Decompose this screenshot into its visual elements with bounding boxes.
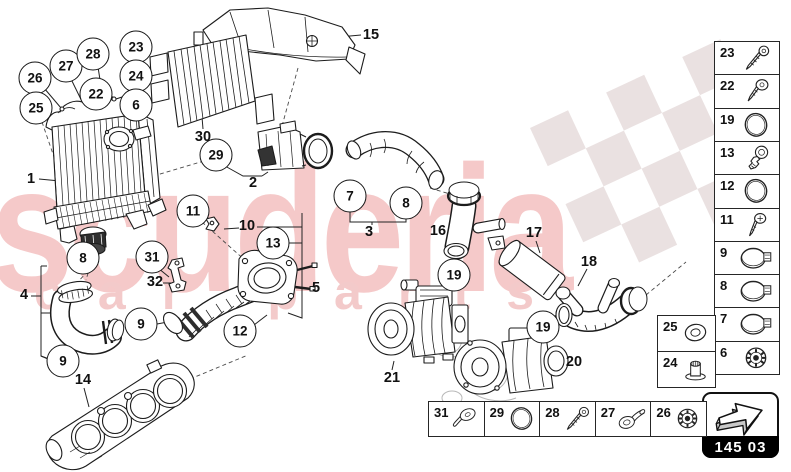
part-thumb-7[interactable]: 7 bbox=[714, 307, 780, 343]
screw-short-icon bbox=[734, 77, 778, 110]
o-ring-icon bbox=[734, 177, 778, 210]
callout-24[interactable]: 24 bbox=[119, 59, 153, 93]
screw-long-icon bbox=[734, 44, 778, 77]
washer-icon bbox=[677, 318, 714, 353]
part-label-17[interactable]: 17 bbox=[525, 225, 543, 241]
part-label-14[interactable]: 14 bbox=[74, 372, 92, 388]
hose-clamp-icon bbox=[734, 244, 778, 277]
part-thumb-24[interactable]: 24 bbox=[657, 350, 716, 389]
part-thumb-6[interactable]: 6 bbox=[714, 340, 780, 377]
part-thumb-22[interactable]: 22 bbox=[714, 74, 780, 109]
splined-plug-icon bbox=[677, 354, 714, 389]
part-thumb-29[interactable]: 29 bbox=[483, 401, 541, 438]
callout-28[interactable]: 28 bbox=[76, 37, 110, 71]
part-thumb-number: 31 bbox=[434, 405, 449, 420]
part-thumb-19[interactable]: 19 bbox=[714, 107, 780, 144]
part-thumb-number: 25 bbox=[663, 319, 678, 334]
part-thumb-27[interactable]: 27 bbox=[594, 401, 652, 438]
callout-13[interactable]: 13 bbox=[256, 226, 290, 260]
page-code-box[interactable]: 145 03 bbox=[702, 392, 779, 458]
part-thumb-number: 9 bbox=[720, 244, 728, 260]
part-label-4[interactable]: 4 bbox=[19, 287, 29, 303]
o-ring-icon bbox=[504, 404, 539, 438]
page-code-label: 145 03 bbox=[702, 436, 779, 458]
nav-arrow-icon bbox=[710, 396, 772, 441]
callout-11[interactable]: 11 bbox=[176, 194, 210, 228]
part-thumb-number: 23 bbox=[720, 45, 735, 60]
part-label-2[interactable]: 2 bbox=[248, 175, 258, 191]
part-label-32[interactable]: 32 bbox=[146, 274, 164, 290]
o-ring-icon bbox=[734, 111, 778, 144]
part-thumb-number: 12 bbox=[720, 178, 735, 194]
part-label-3[interactable]: 3 bbox=[364, 224, 374, 240]
part-thumb-number: 22 bbox=[720, 78, 735, 94]
part-thumb-9[interactable]: 9 bbox=[714, 240, 780, 277]
part-thumb-25[interactable]: 25 bbox=[657, 315, 716, 352]
part-thumb-13[interactable]: 13 bbox=[714, 140, 780, 177]
part-thumb-number: 8 bbox=[720, 278, 728, 294]
part-thumb-23[interactable]: 23 bbox=[714, 41, 780, 76]
part-thumb-number: 19 bbox=[720, 111, 735, 127]
callout-7[interactable]: 7 bbox=[333, 179, 367, 213]
part-label-1[interactable]: 1 bbox=[26, 171, 36, 187]
callout-12[interactable]: 12 bbox=[223, 314, 257, 348]
callout-9[interactable]: 9 bbox=[124, 307, 158, 341]
callout-31[interactable]: 31 bbox=[135, 240, 169, 274]
spoked-cap-icon bbox=[734, 344, 778, 377]
part-label-30[interactable]: 30 bbox=[194, 129, 212, 145]
part-thumb-12[interactable]: 12 bbox=[714, 174, 780, 209]
part-thumb-number: 13 bbox=[720, 144, 735, 160]
part-thumb-number: 28 bbox=[545, 405, 560, 420]
part-thumb-number: 7 bbox=[720, 311, 728, 327]
part-thumb-number: 6 bbox=[720, 344, 728, 360]
part-label-18[interactable]: 18 bbox=[580, 254, 598, 270]
spoked-cap-icon bbox=[670, 404, 705, 438]
callout-8[interactable]: 8 bbox=[66, 241, 100, 275]
part-thumb-number: 29 bbox=[489, 405, 505, 420]
screw-long-icon bbox=[559, 404, 594, 438]
part-label-20[interactable]: 20 bbox=[565, 354, 583, 370]
parts-line-art bbox=[43, 7, 648, 471]
part-thumb-28[interactable]: 28 bbox=[539, 401, 597, 438]
part-thumb-number: 26 bbox=[656, 405, 671, 420]
hose-clamp-icon bbox=[734, 310, 778, 343]
part-thumb-8[interactable]: 8 bbox=[714, 274, 780, 309]
part-thumb-11[interactable]: 11 bbox=[714, 207, 780, 244]
callout-19[interactable]: 19 bbox=[437, 258, 471, 292]
part-label-16[interactable]: 16 bbox=[429, 223, 447, 239]
part-thumb-26[interactable]: 26 bbox=[650, 401, 708, 438]
callout-25[interactable]: 25 bbox=[19, 91, 53, 125]
hose-clamp-icon bbox=[734, 277, 778, 310]
part-thumb-number: 24 bbox=[663, 354, 678, 370]
callout-9[interactable]: 9 bbox=[46, 344, 80, 378]
callout-29[interactable]: 29 bbox=[199, 138, 233, 172]
part-label-21[interactable]: 21 bbox=[383, 370, 401, 386]
part-thumb-number: 27 bbox=[600, 405, 616, 420]
callout-22[interactable]: 22 bbox=[79, 77, 113, 111]
callout-6[interactable]: 6 bbox=[119, 88, 153, 122]
part-thumb-31[interactable]: 31 bbox=[428, 401, 485, 437]
screw-round-icon bbox=[734, 211, 778, 244]
part-label-15[interactable]: 15 bbox=[362, 27, 380, 43]
callout-19[interactable]: 19 bbox=[526, 310, 560, 344]
callout-8[interactable]: 8 bbox=[389, 186, 423, 220]
part-thumb-number: 11 bbox=[720, 211, 734, 227]
part-label-10[interactable]: 10 bbox=[238, 218, 256, 234]
part-label-5[interactable]: 5 bbox=[311, 280, 321, 296]
rivet-icon bbox=[448, 404, 483, 438]
callout-26[interactable]: 26 bbox=[18, 61, 52, 95]
stepped-plug-icon bbox=[734, 144, 778, 177]
grommet-icon bbox=[615, 404, 650, 438]
